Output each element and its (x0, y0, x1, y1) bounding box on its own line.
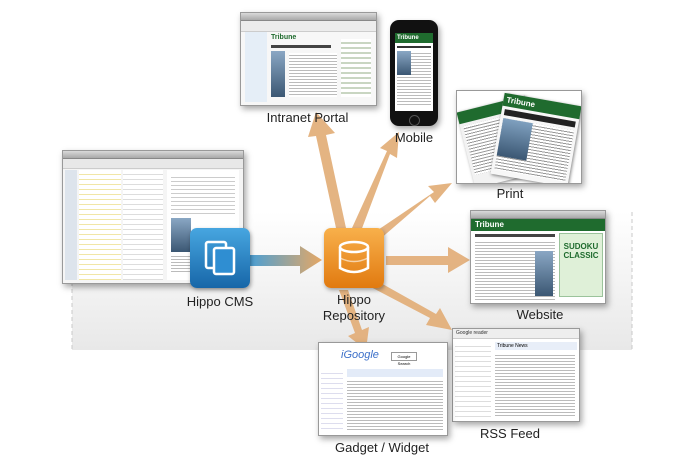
website-screenshot: Tribune SUDOKU CLASSIC (470, 210, 606, 304)
phone-screen: Tribune (395, 33, 433, 111)
rss-reader-screenshot: Google reader Tribune News (452, 328, 580, 422)
reader-app-name: Google reader (453, 329, 579, 339)
ad-title-line2: CLASSIC (563, 251, 599, 260)
article-photo (535, 251, 553, 296)
arrow-to-mobile (352, 132, 399, 231)
headline (397, 46, 431, 48)
folder-tree (79, 170, 121, 280)
arrow-to-print (366, 183, 452, 246)
search-button[interactable]: Google Search (391, 352, 417, 366)
arrow-to-rss (367, 278, 452, 330)
newspaper-front: Tribune (490, 92, 581, 183)
rss-feed-label: RSS Feed (480, 426, 540, 441)
editor-fields (171, 174, 235, 214)
intranet-portal-label: Intranet Portal (266, 110, 349, 125)
feed-title: Tribune News (495, 342, 577, 350)
gadget-content (347, 379, 443, 431)
cms-icon-bar (65, 170, 77, 280)
arrow-to-website (386, 247, 470, 273)
window-titlebar (63, 151, 243, 159)
brand-logo: iGoogle (341, 349, 379, 361)
gadget-widget-label: Gadget / Widget (335, 440, 429, 455)
sudoku-ad: SUDOKU CLASSIC (559, 233, 603, 297)
window-titlebar (241, 13, 376, 21)
feed-items (495, 353, 575, 417)
hippo-repository-icon (324, 228, 384, 288)
headline (271, 45, 331, 48)
sidebar (245, 32, 267, 102)
documents-icon (204, 240, 236, 276)
article-photo (397, 51, 411, 75)
ad-title-line1: SUDOKU (563, 242, 599, 251)
brand-logo: Tribune (471, 219, 605, 231)
repository-label-line1: Hippo (337, 292, 371, 307)
feed-list (455, 342, 491, 418)
website-label: Website (516, 307, 564, 322)
hippo-repository-label: Hippo Repository (312, 292, 396, 324)
hippo-cms-icon (190, 228, 250, 288)
right-column (341, 39, 371, 97)
repository-label-line2: Repository (322, 308, 386, 323)
mobile-phone: Tribune (390, 20, 438, 126)
article-text (289, 53, 337, 97)
headline (475, 234, 555, 237)
print-label: Print (496, 186, 524, 201)
gadget-screenshot: iGoogle Google Search (318, 342, 448, 436)
arrow-cms-to-repository (250, 246, 322, 274)
hippo-cms-label: Hippo CMS (186, 294, 254, 309)
toolbar (241, 21, 376, 32)
article-photo (271, 51, 285, 97)
brand-logo: Tribune (271, 34, 297, 41)
print-photo: Tribune (456, 90, 582, 184)
arrow-to-intranet (308, 112, 346, 228)
editor-image (171, 218, 191, 252)
gadget-sidebar (321, 369, 343, 431)
arrow-to-gadget (339, 290, 369, 350)
cms-toolbar (63, 159, 243, 169)
window-titlebar (471, 211, 605, 219)
home-button-icon (409, 115, 420, 126)
distribution-arrows (308, 112, 470, 350)
intranet-portal-screenshot: Tribune (240, 12, 377, 106)
mobile-label: Mobile (394, 130, 434, 145)
brand-logo: Tribune (395, 33, 433, 43)
database-icon (338, 240, 370, 274)
document-list (123, 170, 163, 280)
gadget-header (347, 369, 443, 377)
